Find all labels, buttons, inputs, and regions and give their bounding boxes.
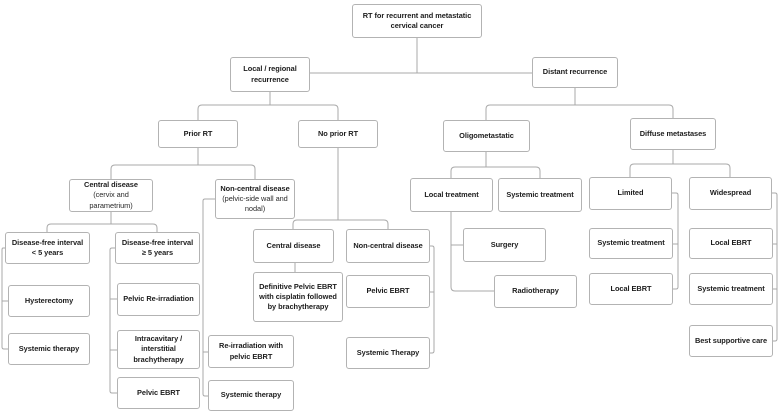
edge-dfige5-bracket [109,247,117,394]
node-pelvic-reirradiation: Pelvic Re-irradiation [117,283,200,316]
node-systemic-therapy-noncentral: Systemic therapy [208,380,294,411]
node-diffuse-metastases-label: Diffuse metastases [639,128,707,138]
node-pelvic-ebrt-ge5-label: Pelvic EBRT [137,387,180,397]
node-systemic-treatment-oligo: Systemic treatment [498,178,582,212]
node-oligometastatic: Oligometastatic [443,120,530,152]
node-noncentral-disease-prior-label: Non-central disease [220,183,290,193]
node-central-disease-prior-sublabel: (cervix and parametrium) [89,190,133,210]
node-noncentral-disease-noprior: Non-central disease [346,229,430,263]
node-local-regional-recurrence: Local / regional recurrence [230,57,310,92]
node-root: RT for recurrent and metastatic cervical… [352,4,482,38]
node-radiotherapy: Radiotherapy [494,275,577,308]
edge-priorrt-split [110,148,256,179]
node-pelvic-ebrt-noprior: Pelvic EBRT [346,275,430,308]
node-no-prior-rt: No prior RT [298,120,378,148]
node-root-label: RT for recurrent and metastatic cervical… [362,10,472,30]
node-systemic-therapy-noprior-label: Systemic Therapy [356,347,420,357]
node-reirradiation-pelvic-ebrt: Re-irradiation with pelvic EBRT [208,335,294,368]
node-dfi-lt5-label: Disease-free interval < 5 years [11,237,84,257]
node-definitive-pelvic-ebrt: Definitive Pelvic EBRT with cisplatin fo… [253,272,343,322]
node-local-ebrt-limited: Local EBRT [589,273,673,305]
node-surgery: Surgery [463,228,546,262]
node-noncentral-disease-noprior-label: Non-central disease [353,240,423,250]
node-systemic-therapy-lt5-label: Systemic therapy [18,343,80,353]
node-systemic-treatment-limited-label: Systemic treatment [597,238,665,248]
node-noncentral-disease-prior-sublabel: (pelvic-side wall and nodal) [222,193,288,214]
edge-noncentralnoprior-bracket [430,245,435,354]
node-central-disease-prior-label: Central disease [84,180,138,190]
node-disease-free-interval-ge5: Disease-free interval ≥ 5 years [115,232,200,264]
node-dfi-ge5-label: Disease-free interval ≥ 5 years [121,237,194,257]
edge-root-split [310,38,532,74]
node-distant-label: Distant recurrence [542,67,608,77]
node-central-disease-noprior-label: Central disease [266,240,321,250]
node-local-ebrt-limited-label: Local EBRT [610,283,652,293]
edge-localtreatment-bracket [450,212,494,292]
node-local-ebrt-widespread: Local EBRT [689,228,773,259]
node-hysterectomy: Hysterectomy [8,285,90,317]
edge-oligo-split [450,152,541,178]
node-noncentral-disease-prior: Non-central disease (pelvic-side wall an… [215,179,295,219]
node-local-treatment: Local treatment [410,178,493,212]
node-prior-rt-label: Prior RT [183,128,213,138]
node-definitive-pelvic-ebrt-label: Definitive Pelvic EBRT with cisplatin fo… [259,281,337,312]
node-hysterectomy-label: Hysterectomy [24,295,74,305]
node-local-regional-label: Local / regional recurrence [243,64,297,84]
edge-diffuse-split [629,150,731,177]
node-no-prior-rt-label: No prior RT [317,128,359,138]
node-systemic-treatment-widespread-label: Systemic treatment [697,283,765,293]
node-widespread: Widespread [689,177,772,210]
node-pelvic-ebrt-ge5: Pelvic EBRT [117,377,200,409]
edge-localregional-split [197,92,339,120]
node-local-ebrt-widespread-label: Local EBRT [710,238,752,248]
node-systemic-therapy-noncentral-label: Systemic therapy [220,390,282,400]
edge-widespread-bracket [772,192,778,342]
node-best-supportive-care-label: Best supportive care [694,335,768,345]
edge-limited-bracket [672,192,679,290]
node-pelvic-ebrt-noprior-label: Pelvic EBRT [366,286,410,296]
node-intracavitary-brachytherapy-label: Intracavitary / interstitial brachythera… [133,334,184,364]
node-systemic-treatment-widespread: Systemic treatment [689,273,773,305]
node-widespread-label: Widespread [709,188,752,198]
node-central-disease-noprior: Central disease [253,229,334,263]
edge-dfilt5-bracket [1,247,8,350]
node-reirradiation-pelvic-ebrt-label: Re-irradiation with pelvic EBRT [219,341,283,361]
node-noncentral-disease-prior-text: Non-central disease (pelvic-side wall an… [219,184,291,215]
node-local-treatment-label: Local treatment [424,189,479,199]
node-central-disease-prior-text: Central disease (cervix and parametrium) [73,180,149,211]
edge-centralprior-split [46,212,158,232]
edge-distant-split [485,88,674,120]
edge-nopriorrt-split [292,148,389,229]
node-systemic-therapy-noprior: Systemic Therapy [346,337,430,369]
node-oligometastatic-label: Oligometastatic [459,130,514,140]
node-systemic-treatment-oligo-label: Systemic treatment [506,189,574,199]
node-central-disease-prior: Central disease (cervix and parametrium) [69,179,153,212]
node-disease-free-interval-lt5: Disease-free interval < 5 years [5,232,90,264]
edge-noncentralprior-bracket [202,198,215,397]
node-systemic-treatment-limited: Systemic treatment [589,228,673,259]
node-best-supportive-care: Best supportive care [689,325,773,357]
node-prior-rt: Prior RT [158,120,238,148]
node-intracavitary-brachytherapy: Intracavitary / interstitial brachythera… [117,330,200,369]
node-limited: Limited [589,177,672,210]
node-surgery-label: Surgery [490,239,519,249]
node-systemic-therapy-lt5: Systemic therapy [8,333,90,365]
node-radiotherapy-label: Radiotherapy [512,286,559,296]
node-distant-recurrence: Distant recurrence [532,57,618,88]
node-diffuse-metastases: Diffuse metastases [630,118,716,150]
node-limited-label: Limited [617,188,644,198]
node-pelvic-reirradiation-label: Pelvic Re-irradiation [123,294,194,304]
